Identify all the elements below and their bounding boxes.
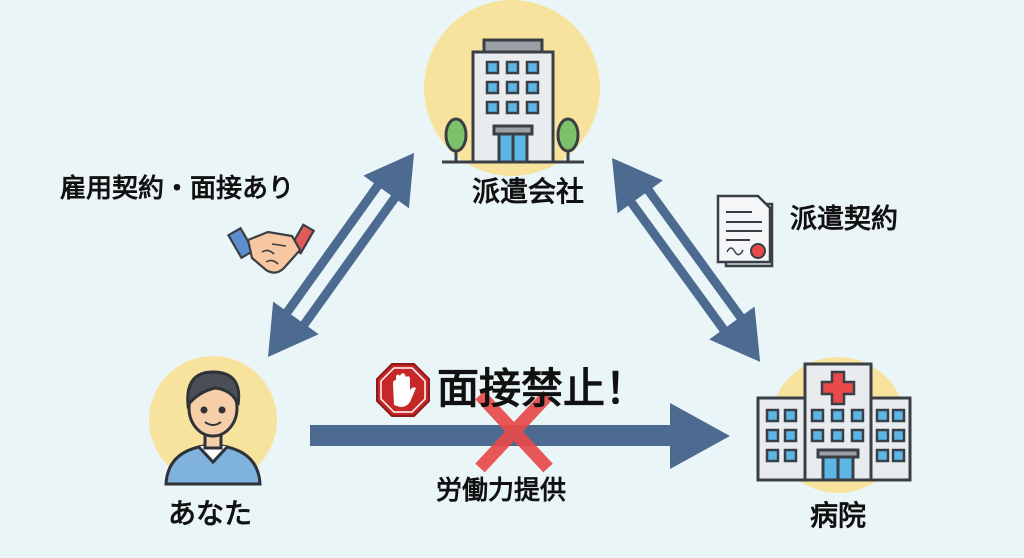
dispatch-double-arrow [612, 158, 761, 362]
handshake-icon [226, 223, 316, 274]
hospital-building-icon [756, 362, 912, 482]
labor-arrow [310, 403, 730, 469]
employment-double-arrow [268, 152, 415, 357]
hospital-label: 病院 [810, 499, 867, 532]
office-building-icon [442, 38, 584, 164]
employment-label: 雇用契約・面接あり [60, 174, 295, 204]
stop-hand-icon [376, 363, 430, 417]
labor-label: 労働力提供 [436, 476, 567, 506]
dispatch-contract-label: 派遣契約 [790, 204, 898, 235]
contract-document-icon [716, 194, 774, 268]
prohibited-x-icon [475, 390, 553, 473]
interview-banned-label: 面接禁止！ [437, 364, 648, 413]
agency-label: 派遣会社 [472, 175, 585, 208]
you-label: あなた [168, 497, 253, 530]
person-avatar-icon [164, 370, 262, 486]
